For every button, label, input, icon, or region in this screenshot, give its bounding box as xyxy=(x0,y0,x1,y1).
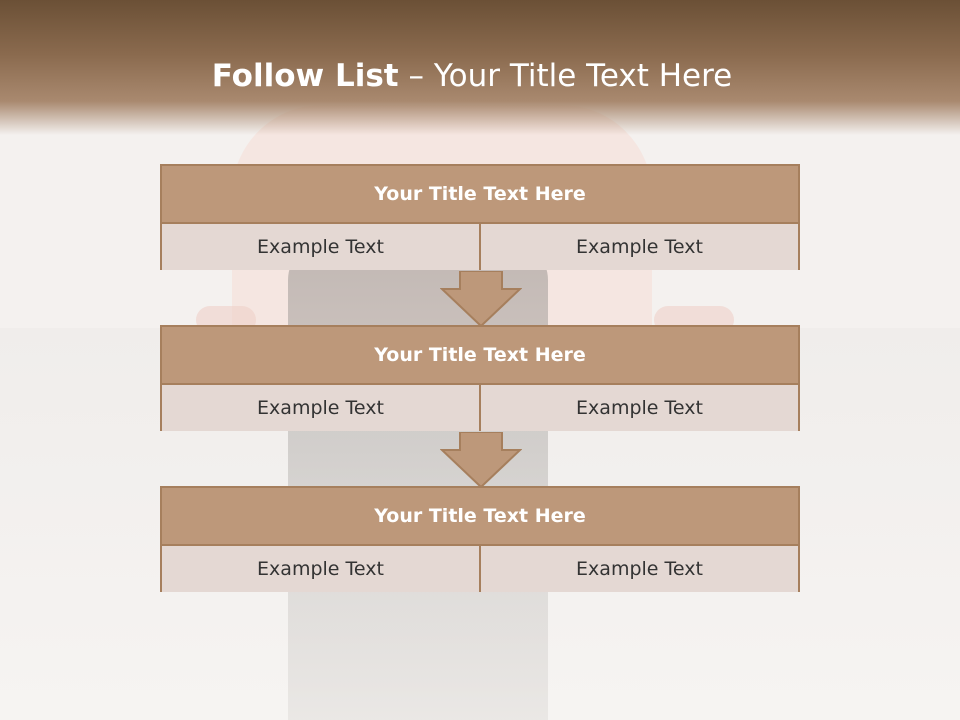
step-cell-left: Example Text xyxy=(162,385,479,431)
step-box-3: Your Title Text Here Example Text Exampl… xyxy=(160,486,800,592)
step-cell-left: Example Text xyxy=(162,224,479,270)
slide-title-bold: Follow List xyxy=(211,58,399,94)
step-row: Example Text Example Text xyxy=(162,546,798,592)
slide-title: Follow List – Your Title Text Here xyxy=(0,52,944,100)
step-cell-right: Example Text xyxy=(479,385,798,431)
step-cell-left: Example Text xyxy=(162,546,479,592)
step-title: Your Title Text Here xyxy=(162,327,798,385)
slide-title-rest: – Your Title Text Here xyxy=(398,58,733,94)
step-box-2: Your Title Text Here Example Text Exampl… xyxy=(160,325,800,431)
step-title: Your Title Text Here xyxy=(162,488,798,546)
down-arrow-icon xyxy=(440,432,522,488)
step-title: Your Title Text Here xyxy=(162,166,798,224)
header-band xyxy=(0,0,960,135)
step-cell-right: Example Text xyxy=(479,224,798,270)
down-arrow-icon xyxy=(440,271,522,327)
step-row: Example Text Example Text xyxy=(162,385,798,431)
step-row: Example Text Example Text xyxy=(162,224,798,270)
step-cell-right: Example Text xyxy=(479,546,798,592)
background-trousers xyxy=(288,240,548,720)
step-box-1: Your Title Text Here Example Text Exampl… xyxy=(160,164,800,270)
